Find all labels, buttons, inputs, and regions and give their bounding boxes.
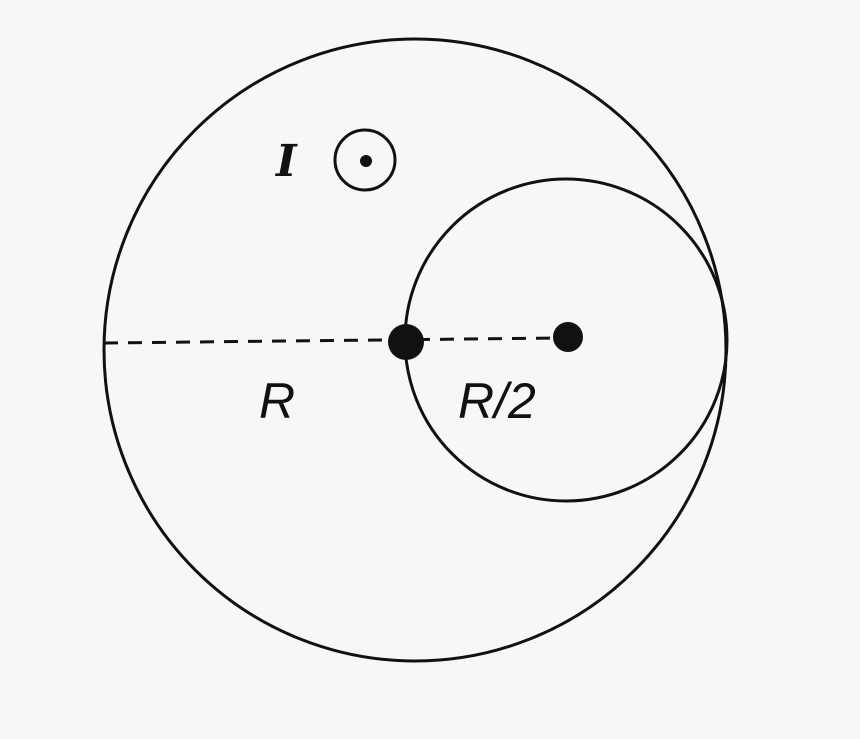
out-of-page-icon bbox=[333, 128, 397, 192]
outer-radius-label: R bbox=[259, 373, 296, 429]
outer-center-dot bbox=[388, 324, 424, 360]
current-label: I bbox=[276, 136, 297, 187]
radius-dashed-line bbox=[103, 336, 561, 345]
inner-center-dot bbox=[553, 322, 583, 352]
inner-radius-label: R/2 bbox=[458, 373, 536, 429]
